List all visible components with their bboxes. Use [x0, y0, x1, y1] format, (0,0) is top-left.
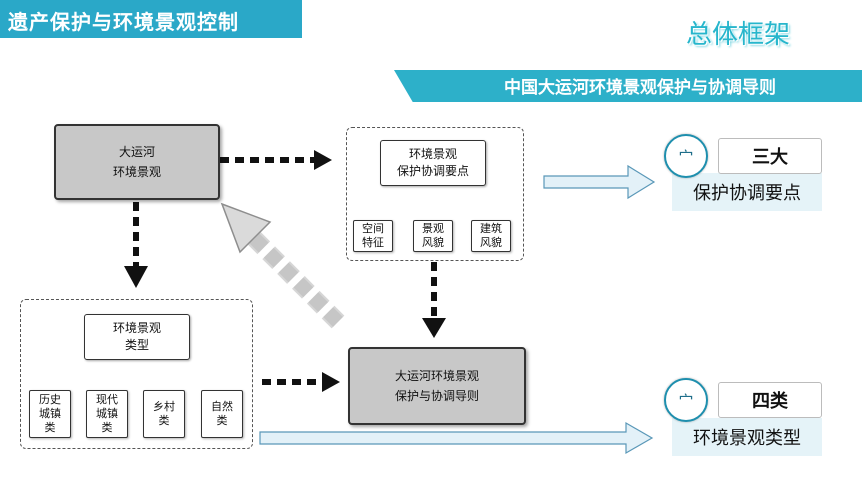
points-item-architecture: 建筑 风貌 — [471, 220, 511, 252]
points-title-line2: 保护协调要点 — [396, 164, 469, 178]
guideline-box-line2: 保护与协调导则 — [394, 389, 479, 403]
points-item-label: 特征 — [362, 236, 384, 249]
summary-label: 保护协调要点 — [693, 183, 801, 204]
types-item-label: 类 — [44, 421, 56, 434]
arrow-types-to-summary — [259, 421, 654, 455]
summary-label: 环境景观类型 — [693, 428, 801, 449]
logo-glyph: 宀 — [678, 391, 694, 410]
banner-shape — [394, 70, 862, 102]
points-item-label: 风貌 — [480, 236, 502, 249]
section-title: 总体框架 — [685, 20, 790, 50]
points-item-landscape: 景观 风貌 — [413, 220, 453, 252]
types-item-historic-town: 历史 城镇 类 — [29, 390, 71, 438]
summary-tag-box-2: 四类 — [718, 382, 822, 418]
arrowhead-types-to-guideline — [322, 372, 340, 392]
arrow-points-to-summary — [543, 164, 656, 200]
types-item-natural: 自然 类 — [201, 390, 243, 438]
seal-logo-icon: 宀 — [664, 378, 708, 422]
summary-label-box-1: 保护协调要点 — [672, 173, 822, 211]
types-title-line1: 环境景观 — [112, 321, 161, 335]
seal-logo-icon: 宀 — [664, 134, 708, 178]
guideline-box-line1: 大运河环境景观 — [394, 369, 479, 383]
types-item-label: 现代 — [96, 393, 118, 406]
points-item-label: 风貌 — [422, 236, 444, 249]
summary-tag: 三大 — [752, 147, 788, 168]
types-item-label: 类 — [216, 414, 228, 427]
types-item-label: 自然 — [211, 400, 233, 413]
page-title: 遗产保护与环境景观控制 — [8, 10, 239, 34]
types-title-box: 环境景观 类型 — [84, 314, 190, 360]
arrowhead-source-to-points — [314, 150, 332, 170]
points-item-label: 建筑 — [480, 222, 502, 235]
points-title-box: 环境景观 保护协调要点 — [380, 140, 486, 186]
banner-title: 中国大运河环境景观保护与协调导则 — [504, 78, 776, 98]
types-item-label: 类 — [101, 421, 113, 434]
arrow-guideline-to-source — [220, 202, 345, 329]
guideline-box: 大运河环境景观 保护与协调导则 — [348, 347, 526, 425]
points-title-line1: 环境景观 — [408, 147, 457, 161]
header-bar — [0, 0, 302, 38]
types-item-modern-town: 现代 城镇 类 — [86, 390, 128, 438]
summary-label-box-2: 环境景观类型 — [672, 418, 822, 456]
source-box: 大运河 环境景观 — [54, 124, 220, 200]
types-item-label: 城镇 — [96, 407, 118, 420]
types-item-label: 历史 — [39, 393, 61, 406]
points-item-spatial: 空间 特征 — [353, 220, 393, 252]
logo-glyph: 宀 — [678, 147, 694, 166]
points-item-label: 景观 — [422, 222, 444, 235]
types-item-label: 乡村 — [153, 400, 175, 413]
types-item-label: 城镇 — [39, 407, 61, 420]
arrowhead-source-to-types — [124, 266, 148, 288]
source-box-line2: 环境景观 — [112, 165, 161, 179]
types-item-label: 类 — [158, 414, 170, 427]
arrowhead-points-to-guideline — [422, 318, 446, 338]
summary-tag: 四类 — [752, 391, 788, 412]
source-box-line1: 大运河 — [118, 145, 155, 159]
types-title-line2: 类型 — [124, 338, 149, 352]
summary-tag-box-1: 三大 — [718, 138, 822, 174]
types-item-rural: 乡村 类 — [143, 390, 185, 438]
points-item-label: 空间 — [362, 222, 384, 235]
